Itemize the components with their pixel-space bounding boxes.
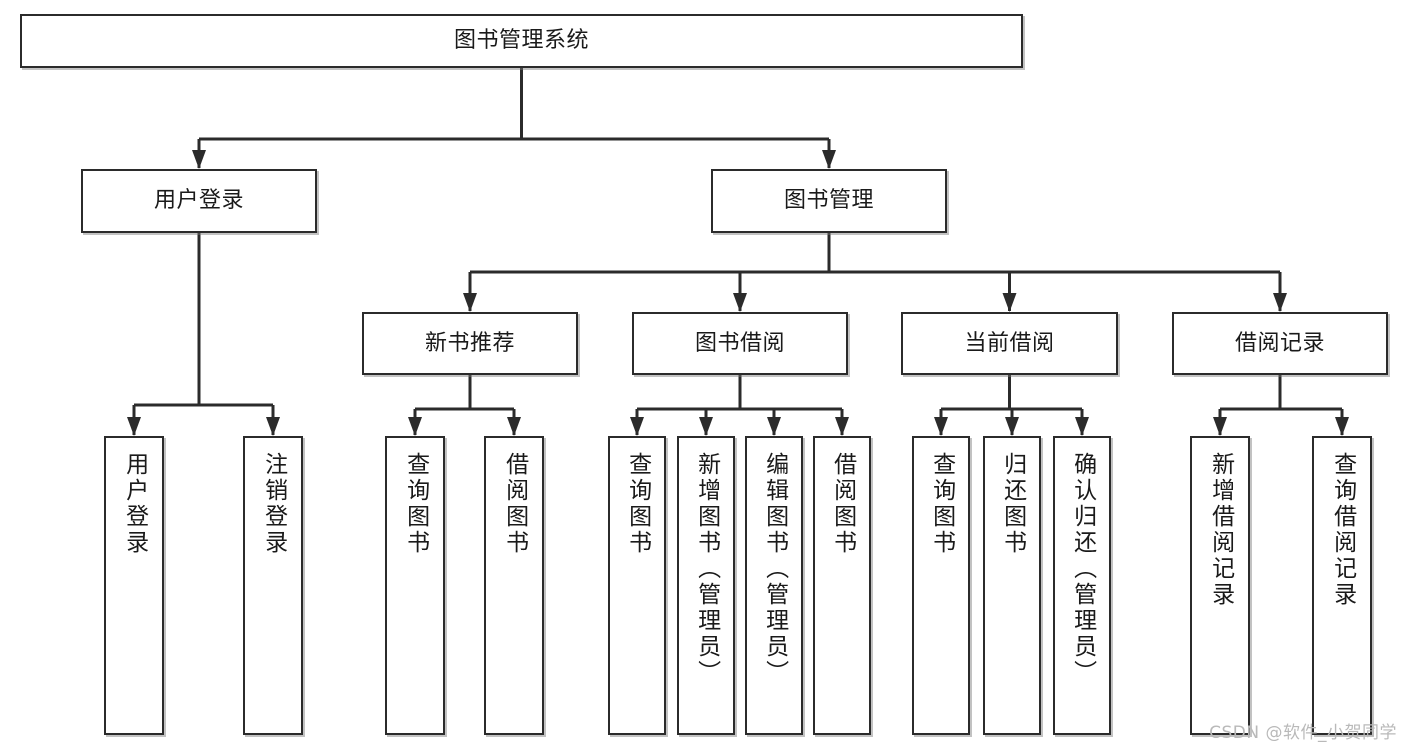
- node-label: 新书推荐: [424, 330, 515, 356]
- node-label: 图书管理: [783, 188, 874, 214]
- node-l-query2[interactable]: 查询图书: [608, 436, 666, 735]
- node-l-queryrec[interactable]: 查询借阅记录: [1312, 436, 1372, 735]
- node-l-login[interactable]: 用户登录: [104, 436, 164, 735]
- arrowhead-icon: [507, 417, 521, 436]
- node-label: 注销登录: [260, 452, 287, 556]
- node-newbook[interactable]: 新书推荐: [362, 312, 578, 375]
- arrowhead-icon: [822, 150, 836, 169]
- node-label: 图书借阅: [694, 330, 785, 356]
- node-bookmgmt[interactable]: 图书管理: [711, 169, 947, 233]
- arrowhead-icon: [266, 417, 280, 436]
- watermark-text: CSDN @软件_小贺同学: [1209, 723, 1397, 743]
- arrowhead-icon: [699, 417, 713, 436]
- node-label: 查询图书: [402, 452, 429, 556]
- node-label: 图书管理系统: [453, 28, 589, 54]
- node-label: 借阅图书: [829, 452, 856, 556]
- node-label: 借阅记录: [1234, 330, 1325, 356]
- node-l-confirm[interactable]: 确认归还（管理员）: [1053, 436, 1111, 735]
- node-l-logout[interactable]: 注销登录: [243, 436, 303, 735]
- node-l-addrec[interactable]: 新增借阅记录: [1190, 436, 1250, 735]
- node-label: 用户登录: [153, 188, 244, 214]
- node-borrow[interactable]: 图书借阅: [632, 312, 848, 375]
- node-label: 查询图书: [928, 452, 955, 556]
- arrowhead-icon: [463, 293, 477, 312]
- node-current[interactable]: 当前借阅: [901, 312, 1118, 375]
- node-label: 当前借阅: [964, 330, 1055, 356]
- arrowhead-icon: [1005, 417, 1019, 436]
- node-l-query3[interactable]: 查询图书: [912, 436, 970, 735]
- arrowhead-icon: [1075, 417, 1089, 436]
- node-login[interactable]: 用户登录: [81, 169, 317, 233]
- node-l-edit[interactable]: 编辑图书（管理员）: [745, 436, 803, 735]
- arrowhead-icon: [1335, 417, 1349, 436]
- node-label: 借阅图书: [501, 452, 528, 556]
- node-l-borrow2[interactable]: 借阅图书: [813, 436, 871, 735]
- node-l-return[interactable]: 归还图书: [983, 436, 1041, 735]
- node-l-query1[interactable]: 查询图书: [385, 436, 445, 735]
- arrowhead-icon: [408, 417, 422, 436]
- node-label: 确认归还（管理员）: [1069, 452, 1096, 686]
- node-records[interactable]: 借阅记录: [1172, 312, 1388, 375]
- node-label: 新增图书（管理员）: [693, 452, 720, 686]
- arrowhead-icon: [767, 417, 781, 436]
- arrowhead-icon: [1002, 293, 1017, 312]
- node-l-borrow1[interactable]: 借阅图书: [484, 436, 544, 735]
- arrowhead-icon: [733, 293, 747, 312]
- node-root[interactable]: 图书管理系统: [20, 14, 1023, 68]
- node-l-add[interactable]: 新增图书（管理员）: [677, 436, 735, 735]
- node-label: 新增借阅记录: [1207, 452, 1234, 608]
- arrowhead-icon: [1213, 417, 1227, 436]
- node-label: 查询借阅记录: [1329, 452, 1356, 608]
- arrowhead-icon: [127, 417, 141, 436]
- arrowhead-icon: [835, 417, 849, 436]
- arrowhead-icon: [630, 417, 644, 436]
- node-label: 编辑图书（管理员）: [761, 452, 788, 686]
- node-label: 查询图书: [624, 452, 651, 556]
- node-label: 归还图书: [999, 452, 1026, 556]
- arrowhead-icon: [934, 417, 948, 436]
- arrowhead-icon: [192, 150, 206, 169]
- node-label: 用户登录: [121, 452, 148, 556]
- arrowhead-icon: [1273, 293, 1287, 312]
